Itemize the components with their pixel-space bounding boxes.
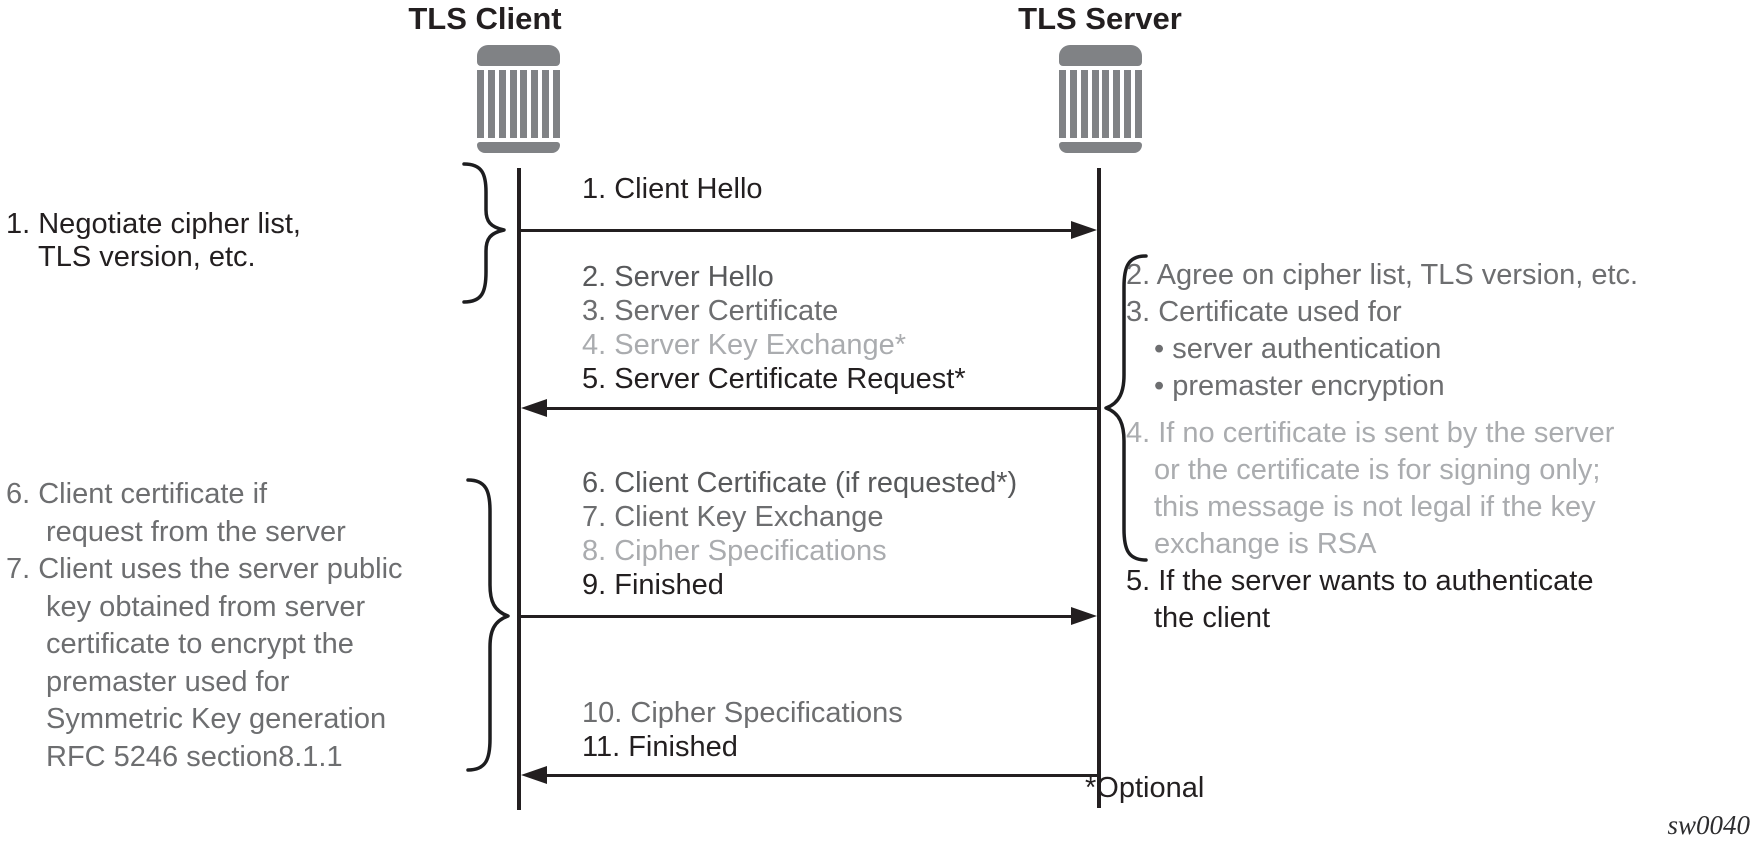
message-label: 1. Client Hello	[582, 173, 763, 205]
note-line: 4. If no certificate is sent by the serv…	[1126, 417, 1615, 449]
icon-stripes	[477, 70, 560, 138]
message-label: 6. Client Certificate (if requested*)	[582, 467, 1018, 499]
optional-footnote: *Optional	[1085, 772, 1205, 804]
figure-id: sw0040	[1667, 810, 1750, 840]
note-line: 3. Certificate used for	[1126, 296, 1402, 328]
note-bullet: • server authentication	[1154, 333, 1442, 365]
brace-client-negotiate	[462, 162, 506, 304]
note-line: 5. If the server wants to authenticate	[1126, 565, 1594, 597]
arrow-shaft	[547, 773, 1097, 777]
note-line: this message is not legal if the key	[1154, 491, 1596, 523]
message-label: 11. Finished	[582, 731, 738, 763]
arrowhead-right-icon	[1071, 221, 1097, 239]
note-negotiate: 1. Negotiate cipher list, TLS version, e…	[6, 208, 301, 274]
note-line: Symmetric Key generation	[46, 703, 387, 735]
note-server-side: 2. Agree on cipher list, TLS version, et…	[1126, 257, 1638, 637]
note-client-certificate: 6. Client certificate if request from th…	[6, 476, 403, 776]
icon-cap-top	[1059, 45, 1142, 66]
arrowhead-right-icon	[1071, 607, 1097, 625]
message-group-6-9: 6. Client Certificate (if requested*) 7.…	[582, 466, 1017, 602]
arrowhead-left-icon	[521, 399, 547, 417]
message-label: 8. Cipher Specifications	[582, 535, 887, 567]
arrow-shaft	[547, 406, 1097, 410]
icon-stripes	[1059, 70, 1142, 138]
message-label: 3. Server Certificate	[582, 295, 839, 327]
client-title: TLS Client	[408, 1, 562, 36]
brace-server-notes	[1104, 254, 1148, 562]
note-line: key obtained from server	[46, 590, 366, 623]
note-line: TLS version, etc.	[38, 241, 256, 273]
note-line: request from the server	[46, 515, 346, 548]
client-mainframe-icon	[477, 45, 560, 153]
note-line: RFC 5246 section8.1.1	[46, 740, 343, 773]
message-group-2-5: 2. Server Hello 3. Server Certificate 4.…	[582, 260, 966, 396]
message-group-10-11: 10. Cipher Specifications 11. Finished	[582, 696, 903, 764]
server-lifeline	[1097, 168, 1101, 808]
arrow-client-hello	[521, 221, 1097, 239]
server-mainframe-icon	[1059, 45, 1142, 153]
arrow-server-finished	[521, 766, 1097, 784]
message-label: 10. Cipher Specifications	[582, 697, 903, 729]
arrow-shaft	[521, 614, 1071, 618]
note-line: the client	[1154, 602, 1271, 634]
message-label: 5. Server Certificate Request*	[582, 363, 966, 395]
message-label: 9. Finished	[582, 569, 724, 601]
note-line: premaster used for	[46, 665, 290, 698]
client-lifeline	[517, 168, 521, 810]
server-title: TLS Server	[1018, 1, 1182, 36]
note-line: 7. Client uses the server public	[6, 553, 403, 585]
icon-cap-bottom	[1059, 142, 1142, 153]
note-bullet: • premaster encryption	[1154, 370, 1445, 402]
brace-client-certificate	[466, 478, 510, 772]
note-line: 1. Negotiate cipher list,	[6, 208, 301, 240]
note-line: or the certificate is for signing only;	[1154, 454, 1601, 486]
icon-cap-top	[477, 45, 560, 66]
note-line: 2. Agree on cipher list, TLS version, et…	[1126, 259, 1639, 291]
note-line: 6. Client certificate if	[6, 478, 268, 510]
message-label: 7. Client Key Exchange	[582, 501, 884, 533]
arrowhead-left-icon	[521, 766, 547, 784]
arrow-server-response	[521, 399, 1097, 417]
message-group-1: 1. Client Hello	[582, 172, 763, 206]
message-label: 2. Server Hello	[582, 261, 774, 293]
icon-cap-bottom	[477, 142, 560, 153]
message-label: 4. Server Key Exchange*	[582, 329, 907, 361]
arrow-client-finished	[521, 607, 1097, 625]
arrow-shaft	[521, 228, 1071, 232]
note-line: exchange is RSA	[1154, 528, 1377, 560]
note-line: certificate to encrypt the	[46, 628, 354, 660]
